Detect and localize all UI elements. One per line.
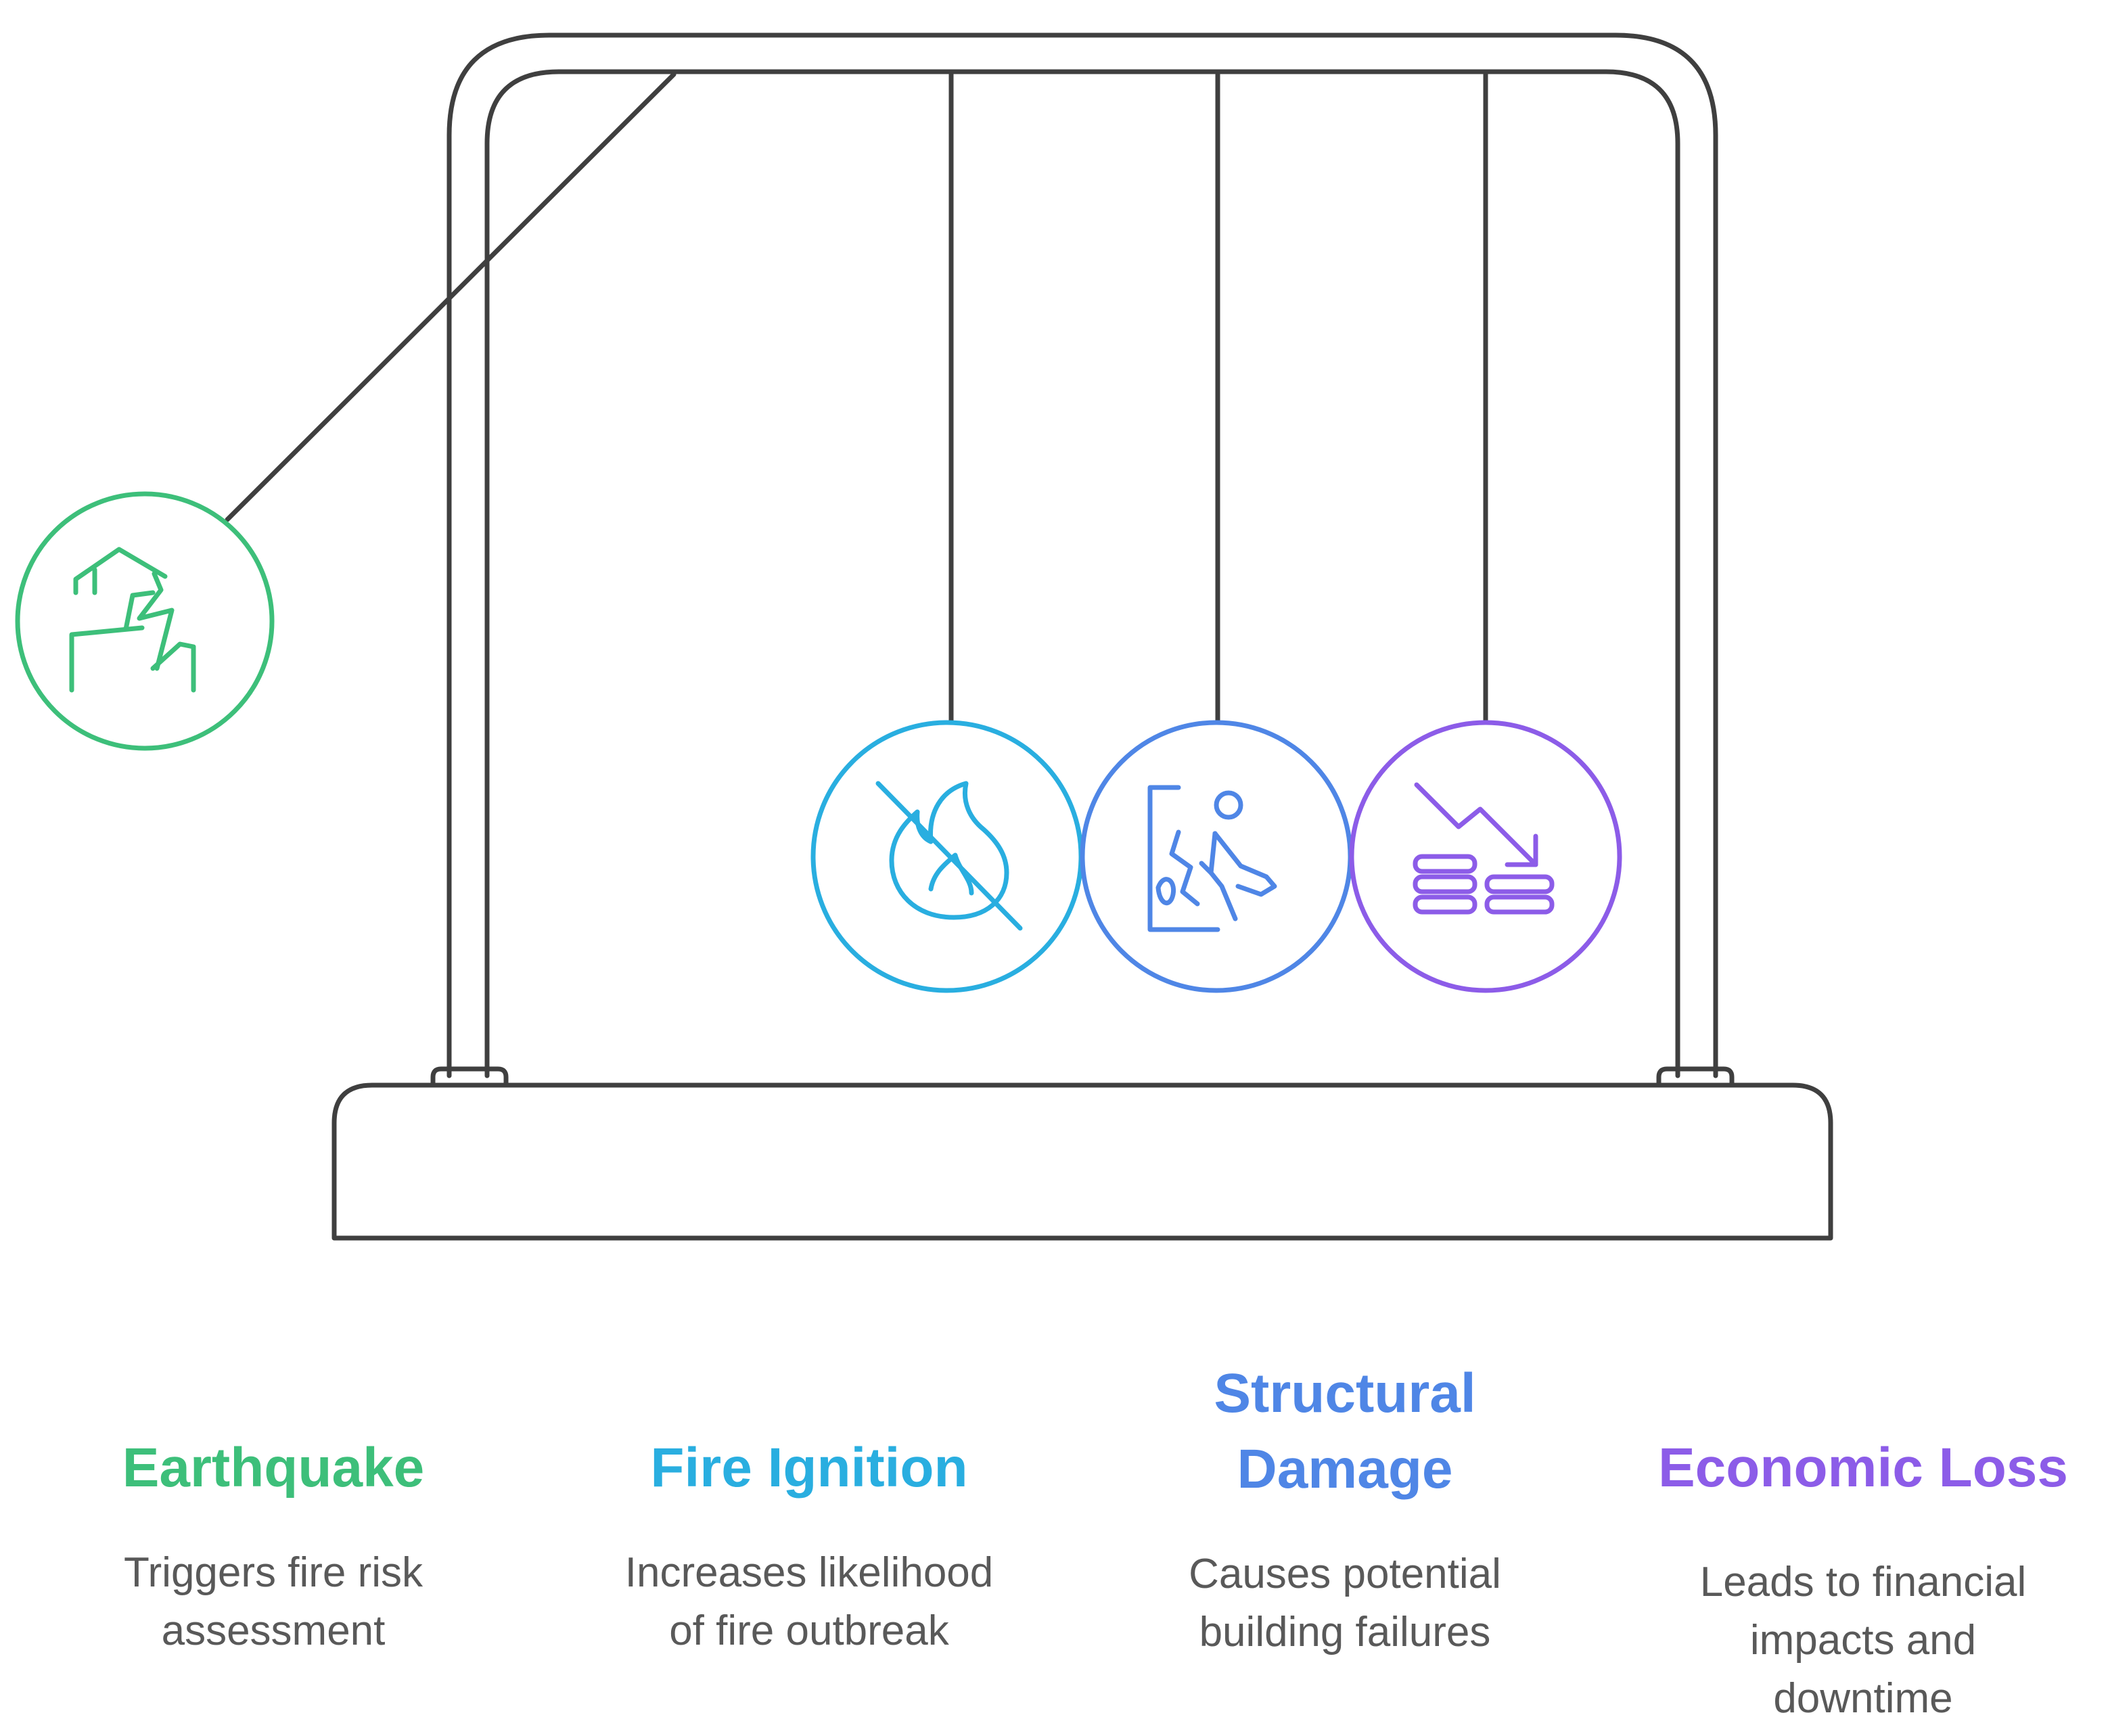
label-structural-damage-title-line-1: Structural [1214, 1363, 1476, 1424]
ball-earthquake-circle [15, 491, 275, 751]
label-earthquake: Earthquake Triggers fire risk assessment [37, 1430, 510, 1660]
ball-structural-damage [1080, 720, 1353, 993]
label-structural-damage: Structural Damage Causes potential build… [1108, 1356, 1582, 1662]
label-fire-ignition-title: Fire Ignition [650, 1437, 968, 1499]
label-earthquake-desc-line-1: Triggers fire risk [123, 1549, 423, 1596]
label-structural-damage-title-line-2: Damage [1237, 1438, 1453, 1500]
ball-economic-loss-circle [1349, 720, 1622, 993]
no-fire-icon [875, 781, 1023, 931]
cradle-base [331, 1082, 1833, 1241]
label-fire-ignition-desc-line-1: Increases likelihood [624, 1549, 994, 1596]
label-economic-loss-title: Economic Loss [1657, 1437, 2069, 1499]
label-fire-ignition: Fire Ignition Increases likelihood of fi… [572, 1430, 1046, 1660]
label-economic-loss-desc-line-3: downtime [1773, 1675, 1953, 1722]
person-falling-icon [1147, 785, 1277, 932]
label-economic-loss-desc-line-1: Leads to financial [1699, 1559, 2027, 1605]
cradle-foot-right [1656, 1066, 1735, 1088]
cradle-frame-inner [484, 69, 1680, 1078]
label-economic-loss-desc-line-2: impacts and [1749, 1617, 1977, 1664]
cradle-foot-left [430, 1066, 509, 1088]
coins-downtrend-icon [1413, 782, 1555, 915]
ball-economic-loss [1349, 720, 1622, 993]
label-fire-ignition-desc-line-2: of fire outbreak [669, 1607, 949, 1654]
ball-earthquake [15, 491, 275, 751]
cradle-frame-outer [446, 32, 1718, 1078]
ball-fire-ignition [810, 720, 1084, 993]
string-earthquake [225, 72, 677, 522]
ball-structural-damage-circle [1080, 720, 1353, 993]
label-structural-damage-desc-line-1: Causes potential [1189, 1551, 1501, 1597]
label-economic-loss: Economic Loss Leads to financial impacts… [1626, 1430, 2100, 1728]
cracked-house-icon [69, 547, 196, 693]
label-structural-damage-desc-line-2: building failures [1199, 1609, 1491, 1655]
label-earthquake-desc-line-2: assessment [161, 1607, 386, 1654]
label-earthquake-title: Earthquake [122, 1437, 425, 1499]
